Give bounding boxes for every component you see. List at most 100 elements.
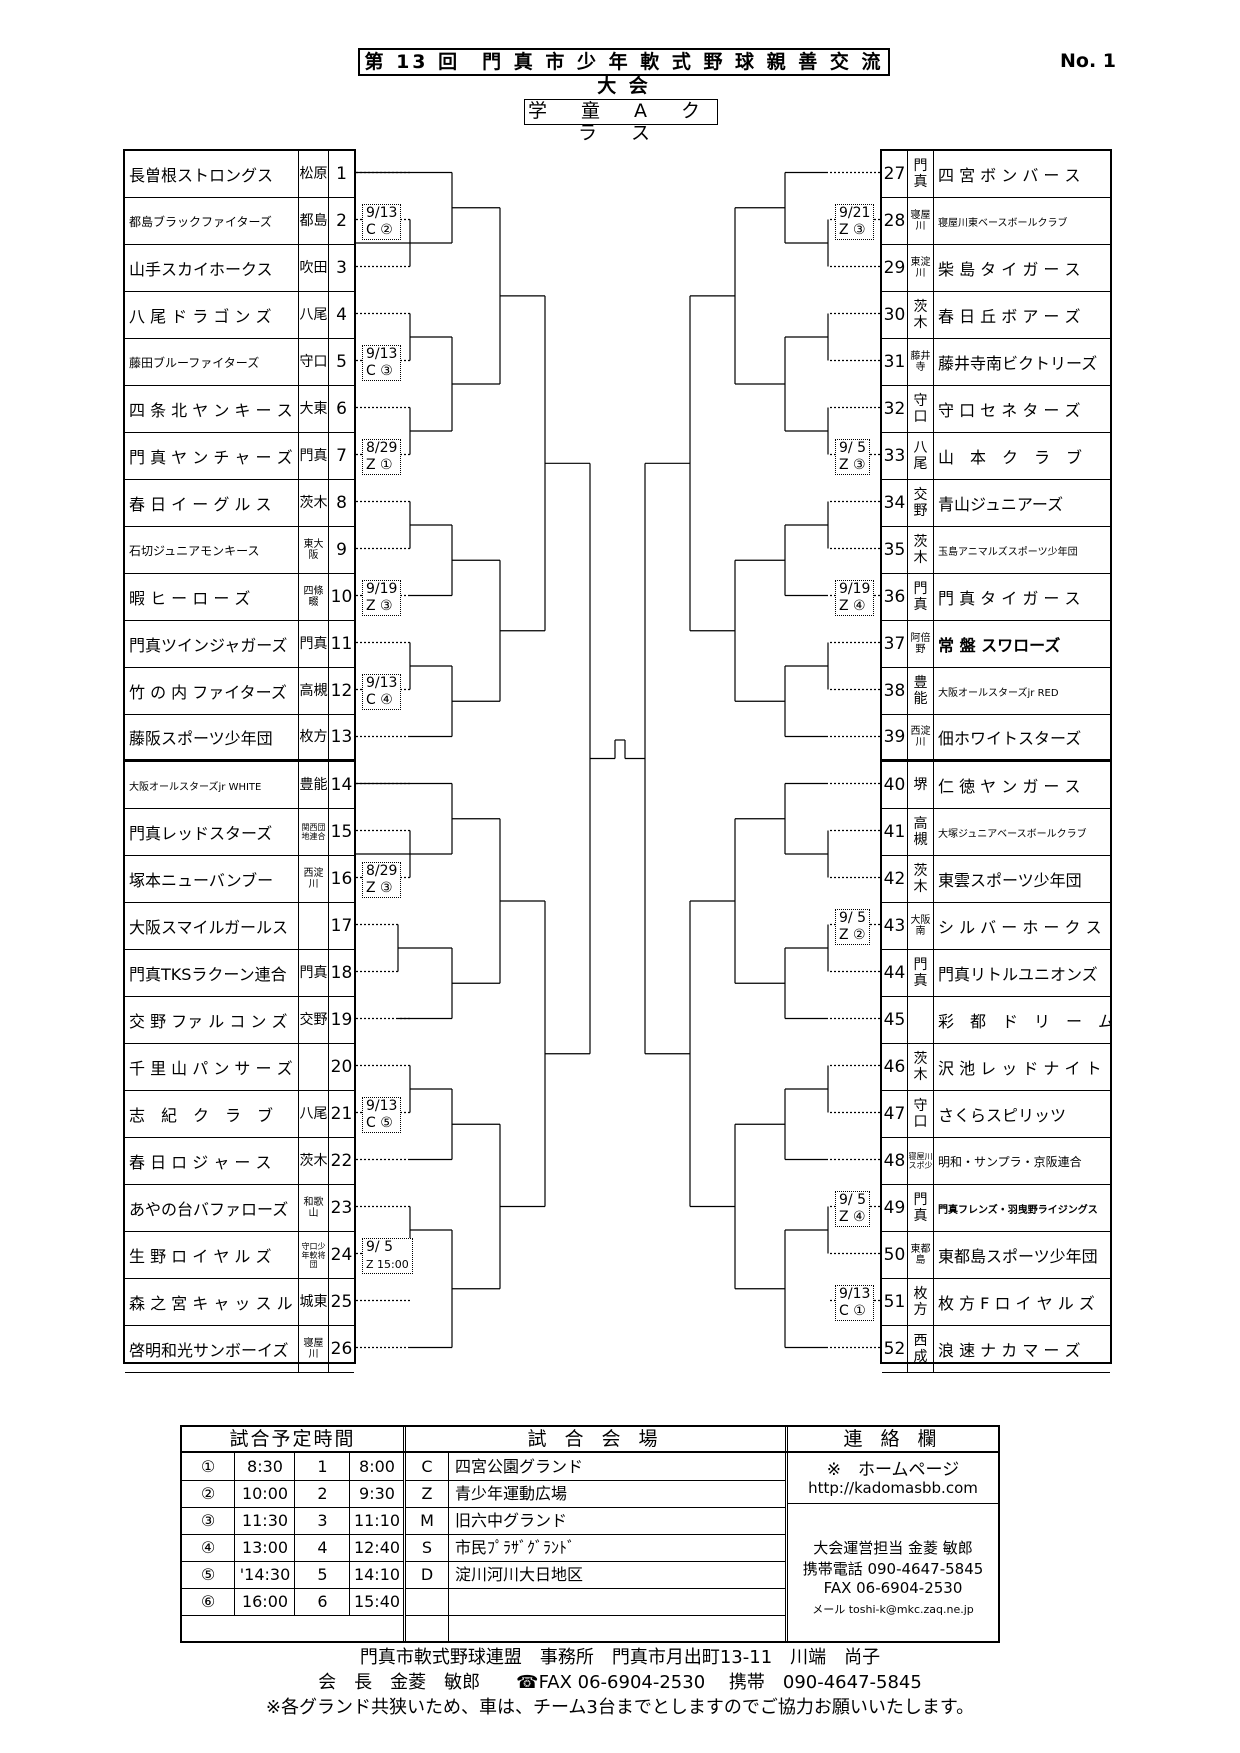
team-association: 和歌山 [298, 1185, 329, 1231]
team-name: 藤井寺南ビクトリーズ [938, 354, 1098, 373]
venue-header: 試 合 会 場 [527, 1428, 664, 1450]
team-name: 千 里 山 パ ン サ ー ズ [129, 1059, 293, 1078]
venue-name: 市民ﾌﾟﾗｻﾞｸﾞﾗﾝﾄﾞ [448, 1534, 785, 1561]
match-date: 8/29 [366, 862, 398, 879]
venue-code: D [420, 1565, 434, 1584]
team-name: 交 野 ファ ル コ ン ズ [129, 1012, 288, 1031]
team-association: 茨木 [907, 856, 934, 902]
team-name: 暇 ヒ ー ロ ー ズ [129, 589, 251, 608]
team-association: 枚方 [298, 715, 329, 759]
slot-mark: ⑤ [200, 1565, 216, 1584]
team-name: 佃ホワイトスターズ [938, 729, 1082, 748]
team-association: 東大阪 [298, 527, 329, 573]
match-code: C ④ [366, 691, 393, 708]
team-association: 門真 [907, 1185, 934, 1231]
team-number: 1 [336, 164, 347, 184]
team-association: 門真 [298, 950, 329, 996]
team-name: 塚本ニューバンブー [129, 871, 274, 890]
team-association: 城東 [298, 1279, 329, 1325]
team-association: 八尾 [907, 433, 934, 479]
team-number: 48 [883, 1151, 906, 1171]
team-name: 生 野 ロ イ ヤ ル ズ [129, 1247, 272, 1266]
team-number: 18 [330, 963, 353, 983]
slot-time: 8:30 [234, 1453, 295, 1480]
venue-row [406, 1615, 785, 1643]
team-name: 大阪オールスターズjr WHITE [129, 781, 262, 793]
team-number: 22 [330, 1151, 353, 1171]
team-name: 八 尾 ド ラ ゴ ン ズ [129, 307, 272, 326]
team-number: 39 [883, 727, 906, 747]
match-date: 9/ 5 [839, 439, 866, 456]
team-association: 守口 [298, 339, 329, 385]
venue-name: 旧六中グランド [448, 1507, 785, 1534]
slot-mark: ③ [200, 1511, 216, 1530]
venue-name: 青少年運動広場 [448, 1480, 785, 1507]
manager-name: 大会運営担当 金菱 敏郎 [813, 1539, 973, 1557]
match-code: C ① [839, 1302, 866, 1319]
footer-office: 門真市軟式野球連盟 事務所 門真市月出町13-11 川端 尚子 [359, 1647, 881, 1668]
alt-slot-time: 11:10 [349, 1507, 404, 1534]
team-number: 30 [883, 305, 906, 325]
team-name: 彩 都 ド リ ー ム ス [938, 1012, 1110, 1031]
match-code: Z ③ [366, 879, 393, 896]
team-association: 交野 [298, 997, 329, 1043]
class-name: 学 童 A ク ラ ス [524, 99, 718, 144]
team-name: 山 本 ク ラ ブ [938, 448, 1083, 467]
team-number: 17 [330, 916, 353, 936]
team-association: 門真 [907, 950, 934, 996]
alt-slot-time: 12:40 [349, 1534, 404, 1561]
team-number: 8 [336, 493, 347, 513]
team-association: 東都島 [907, 1232, 934, 1278]
match-code: Z ③ [839, 456, 866, 473]
match-code: C ⑤ [366, 1114, 393, 1131]
team-number: 15 [330, 822, 353, 842]
team-name: 四 条 北 ヤ ン キ ー ス [129, 401, 293, 420]
team-number: 49 [883, 1198, 906, 1218]
team-association: 西淀川 [298, 856, 329, 902]
footer-parking-note: ※各グランド共狭いため、車は、チーム3台までとしますのでご協力お願いいたします。 [265, 1697, 975, 1718]
team-association: 茨木 [298, 480, 329, 526]
team-name: 大塚ジュニアベースボールクラブ [938, 828, 1087, 840]
team-number: 43 [883, 916, 906, 936]
team-number: 33 [883, 446, 906, 466]
slot-mark: ⑥ [200, 1592, 216, 1611]
team-name: 四 宮 ボ ン バ ー ス [938, 166, 1081, 185]
team-association: 茨木 [907, 292, 934, 338]
team-association: 大阪南 [907, 903, 934, 949]
match-date: 9/13 [366, 674, 398, 691]
team-association: 都島 [298, 198, 329, 244]
alt-slot-number: 2 [294, 1480, 350, 1507]
team-association: 寝屋川スポ少 [907, 1138, 934, 1184]
team-name: 長曽根ストロングス [129, 166, 274, 185]
contact-header: 連 絡 欄 [843, 1428, 943, 1450]
team-name: シ ル バ ー ホ ー ク ス [938, 918, 1102, 937]
team-number: 12 [330, 681, 353, 701]
document-number: No. 1 [1060, 50, 1117, 72]
venue-name: 四宮公園グランド [448, 1453, 785, 1480]
